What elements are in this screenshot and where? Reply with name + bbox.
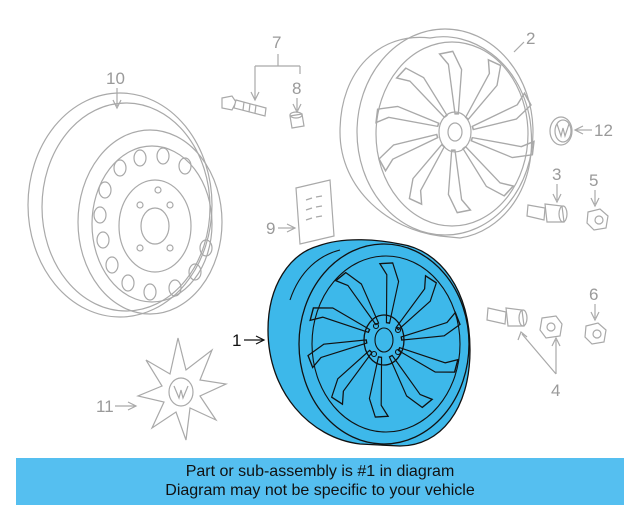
leader-arrow-12 (573, 125, 584, 135)
leader-arrow-11 (127, 401, 138, 411)
callout-7: 7 (272, 33, 281, 52)
callout-10: 10 (106, 69, 125, 88)
leader-line-7 (254, 54, 301, 100)
lug-nut-lower[interactable] (539, 315, 563, 339)
steel-spare-wheel[interactable] (27, 92, 223, 318)
leader-arrow-3 (552, 193, 562, 204)
leader-arrow-6 (590, 311, 600, 322)
callout-3: 3 (552, 165, 561, 184)
callout-5: 5 (589, 171, 598, 190)
alloy-wheel-highlighted[interactable] (267, 239, 471, 447)
bolt-cap-upper[interactable] (586, 208, 609, 231)
bolt-seat[interactable] (289, 111, 305, 129)
callout-1: 1 (232, 331, 241, 350)
leader-line-2 (513, 41, 525, 53)
banner-line-1: Part or sub-assembly is #1 in diagram (185, 463, 455, 480)
leader-arrow-10 (112, 99, 122, 110)
leader-arrow-5 (590, 197, 600, 208)
bolt-cap-lower[interactable] (584, 322, 607, 345)
wheel-bolt-lower[interactable] (486, 307, 528, 327)
center-cap[interactable] (549, 116, 573, 146)
banner-line-2: Diagram may not be specific to your vehi… (165, 482, 475, 499)
callout-8: 8 (292, 79, 301, 98)
wheel-bolt[interactable] (221, 95, 267, 117)
locking-bolt[interactable] (526, 203, 568, 223)
callout-9: 9 (266, 219, 275, 238)
leader-arrow-9 (286, 223, 297, 233)
callout-11: 11 (96, 397, 114, 416)
leader-arrow-4b (551, 336, 561, 347)
leader-arrow-7 (250, 91, 260, 102)
callout-12: 12 (594, 121, 613, 140)
callout-2: 2 (526, 29, 535, 48)
alloy-wheel-alternate[interactable] (339, 28, 538, 239)
callout-6: 6 (589, 285, 598, 304)
wheel-trim-cover[interactable] (136, 337, 229, 441)
leader-arrow-4a (517, 330, 528, 341)
callout-4: 4 (551, 381, 560, 400)
leader-arrow-8 (292, 103, 302, 114)
leader-arrow-1 (255, 335, 266, 345)
leader-line-4 (521, 333, 557, 375)
info-banner: Part or sub-assembly is #1 in diagram Di… (16, 458, 624, 505)
info-label[interactable] (295, 179, 335, 245)
